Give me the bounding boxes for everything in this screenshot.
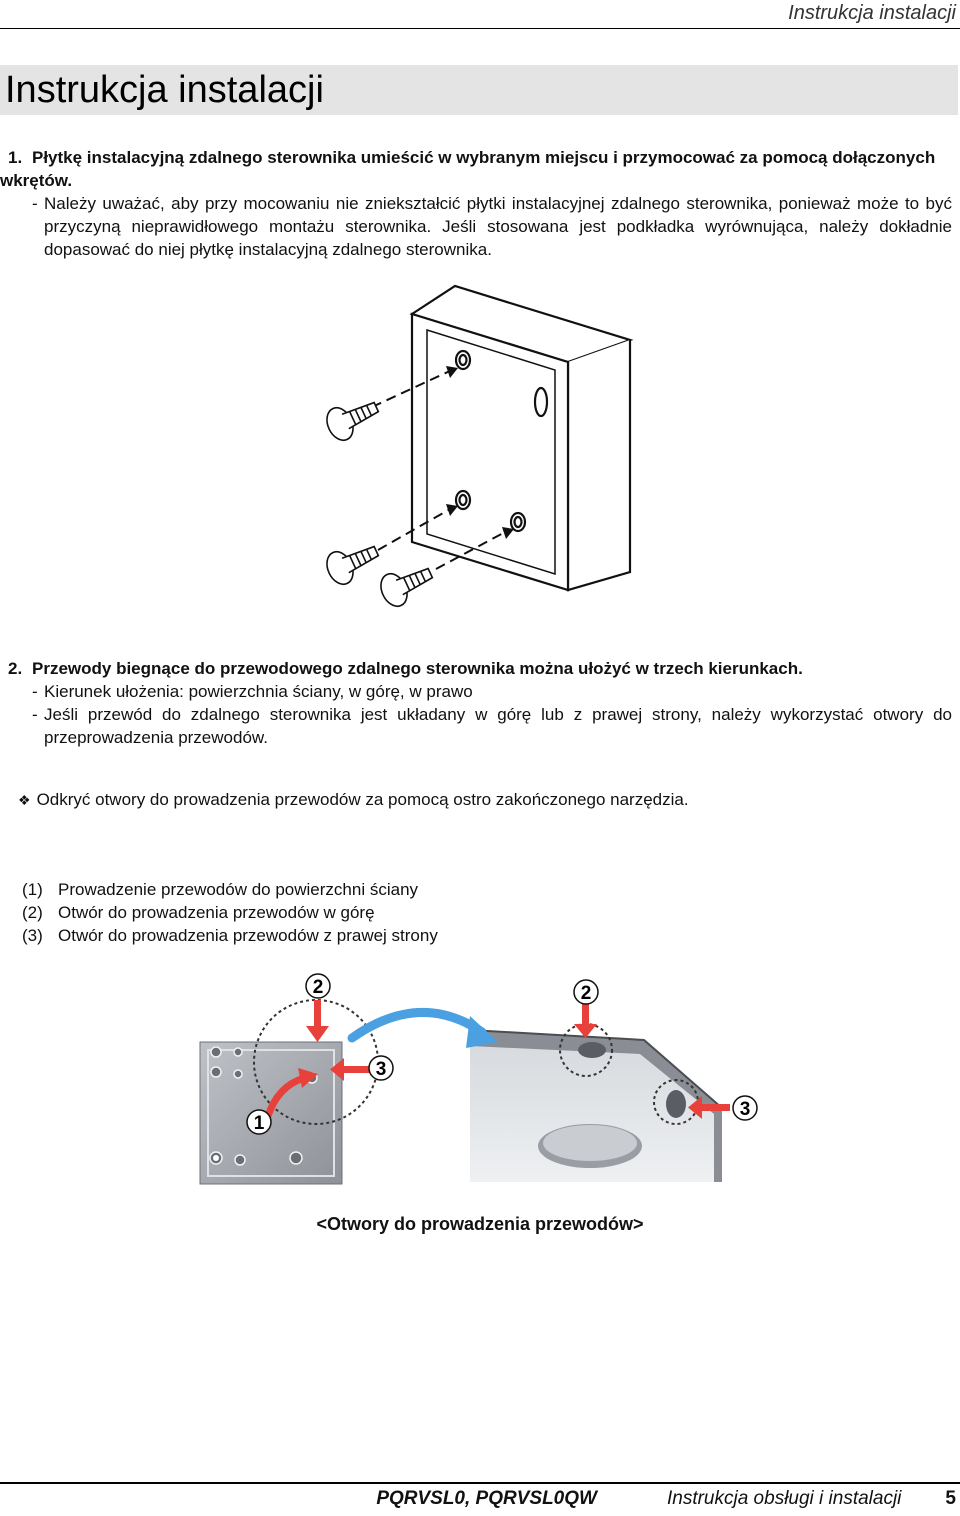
- running-header: Instrukcja instalacji: [788, 2, 956, 24]
- figure-caption: <Otwory do prowadzenia przewodów>: [316, 1214, 644, 1234]
- callout-3-left: 3: [376, 1059, 387, 1080]
- tool-note: ❖Odkryć otwory do prowadzenia przewodów …: [18, 790, 689, 809]
- step-2-number: 2.: [8, 659, 23, 678]
- callout-2-left: 2: [313, 977, 324, 998]
- callout-3-right: 3: [740, 1099, 751, 1120]
- blue-arrow-icon: [347, 1007, 487, 1043]
- plate-corner-closeup: [469, 1029, 723, 1182]
- step-1: 1.Płytkę instalacyjną zdalnego sterownik…: [0, 146, 960, 261]
- callout-1: 1: [254, 1113, 265, 1134]
- mounting-plate-figure: [326, 284, 634, 608]
- legend-item-3: (3)Otwór do prowadzenia przewodów z praw…: [22, 926, 438, 945]
- step-1-note: -Należy uważać, aby przy mocowaniu nie z…: [32, 194, 952, 259]
- step-2-note-1: -Kierunek ułożenia: powierzchnia ściany,…: [32, 682, 473, 701]
- footer: PQRVSL0, PQRVSL0QW Instrukcja obsługi i i…: [376, 1488, 956, 1510]
- footer-model: PQRVSL0, PQRVSL0QW: [376, 1488, 597, 1509]
- step-2-note-2: -Jeśli przewód do zdalnego sterownika je…: [32, 705, 952, 747]
- page-title: Instrukcja instalacji: [5, 69, 324, 111]
- step-2: 2.Przewody biegnące do przewodowego zdal…: [0, 657, 960, 749]
- header-rule: [0, 28, 960, 29]
- step-2-heading: 2.Przewody biegnące do przewodowego zdal…: [0, 657, 960, 680]
- footer-doc-title: Instrukcja obsługi i instalacji: [666, 1488, 902, 1509]
- legend-item-2: (2)Otwór do prowadzenia przewodów w górę: [22, 903, 375, 922]
- cable-holes-figure: 2 3 1 2 3: [199, 973, 758, 1185]
- page-number: 5: [945, 1488, 956, 1509]
- legend: (1)Prowadzenie przewodów do powierzchni …: [22, 878, 438, 947]
- step-1-number: 1.: [8, 148, 23, 167]
- footer-rule: [0, 1482, 960, 1484]
- diamond-bullet-icon: ❖: [18, 792, 31, 808]
- legend-item-1: (1)Prowadzenie przewodów do powierzchni …: [22, 880, 419, 899]
- step-1-heading: 1.Płytkę instalacyjną zdalnego sterownik…: [0, 148, 936, 190]
- callout-2-right: 2: [581, 983, 592, 1004]
- title-band: Instrukcja instalacji: [0, 65, 958, 115]
